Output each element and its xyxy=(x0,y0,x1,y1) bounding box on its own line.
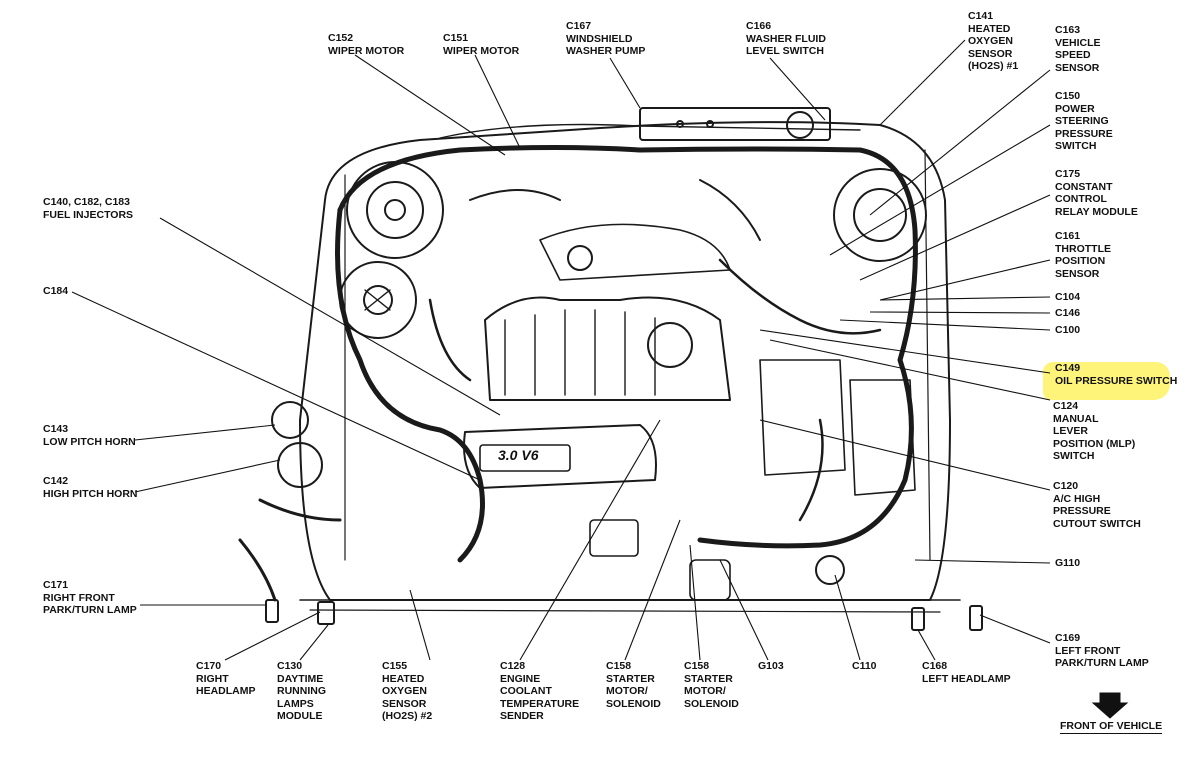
leader-c169 xyxy=(979,614,1051,644)
label-c146: C146 xyxy=(1055,307,1081,319)
leader-c150 xyxy=(829,124,1051,256)
leader-c120 xyxy=(759,419,1051,491)
engine-badge: 3.0 V6 xyxy=(498,447,539,463)
power-steering-reservoir xyxy=(339,261,417,339)
label-c170: C170 RIGHT HEADLAMP xyxy=(196,660,256,697)
intake-manifold xyxy=(484,296,731,401)
label-c184: C184 xyxy=(43,285,69,297)
front-of-vehicle-label: FRONT OF VEHICLE xyxy=(1060,720,1163,734)
leader-c140 xyxy=(159,217,501,416)
label-c175: C175 CONSTANT CONTROL RELAY MODULE xyxy=(1055,168,1138,218)
label-c149: C149 OIL PRESSURE SWITCH xyxy=(1055,362,1178,387)
leader-c168 xyxy=(917,629,936,661)
leader-c110 xyxy=(834,574,861,661)
leader-c143 xyxy=(134,424,276,441)
main-harness xyxy=(337,145,918,549)
leader-c152 xyxy=(354,54,506,156)
high-pitch-horn xyxy=(277,442,323,488)
leader-c141 xyxy=(879,39,966,126)
leader-c130 xyxy=(299,624,329,661)
washer-reservoir-top xyxy=(639,107,831,141)
label-g110: G110 xyxy=(1055,557,1081,569)
front-arrow-icon xyxy=(1091,692,1129,719)
label-c150: C150 POWER STEERING PRESSURE SWITCH xyxy=(1055,90,1113,152)
label-c142: C142 HIGH PITCH HORN xyxy=(43,475,138,500)
label-c167: C167 WINDSHIELD WASHER PUMP xyxy=(566,20,646,57)
engine-bay-outline xyxy=(299,121,951,601)
oil-pressure-highlight xyxy=(1043,362,1170,400)
label-c166: C166 WASHER FLUID LEVEL SWITCH xyxy=(746,20,826,57)
label-c168: C168 LEFT HEADLAMP xyxy=(922,660,1011,685)
label-c143: C143 LOW PITCH HORN xyxy=(43,423,136,448)
strut-tower xyxy=(833,168,927,262)
leader-c142 xyxy=(134,459,281,493)
label-c140: C140, C182, C183 FUEL INJECTORS xyxy=(43,196,134,221)
label-c130: C130 DAYTIME RUNNING LAMPS MODULE xyxy=(277,660,326,722)
leader-g103 xyxy=(719,559,769,661)
leader-c155 xyxy=(409,589,431,661)
leader-c151 xyxy=(474,54,521,149)
label-c141: C141 HEATED OXYGEN SENSOR (HO2S) #1 xyxy=(968,10,1019,72)
leader-c128 xyxy=(519,419,661,661)
label-c110: C110 xyxy=(852,660,877,672)
label-c158b: C158 STARTER MOTOR/ SOLENOID xyxy=(684,660,739,710)
leader-c158a xyxy=(624,519,681,661)
oil-filter xyxy=(589,519,639,557)
label-c124: C124 MANUAL LEVER POSITION (MLP) SWITCH xyxy=(1053,400,1136,462)
leader-c100 xyxy=(839,319,1051,331)
label-c152: C152 WIPER MOTOR xyxy=(328,32,405,57)
leader-c161 xyxy=(879,259,1051,301)
leader-c184 xyxy=(71,291,481,481)
leader-c158b xyxy=(689,544,701,661)
alternator-pulley xyxy=(346,161,444,259)
leader-c166 xyxy=(769,57,826,121)
leader-c163 xyxy=(869,69,1051,216)
leader-c170 xyxy=(224,611,321,661)
label-c169: C169 LEFT FRONT PARK/TURN LAMP xyxy=(1055,632,1149,669)
label-c128: C128 ENGINE COOLANT TEMPERATURE SENDER xyxy=(500,660,580,722)
label-c104: C104 xyxy=(1055,291,1081,303)
leader-c146 xyxy=(869,311,1051,314)
leader-c149 xyxy=(759,329,1051,374)
label-c171: C171 RIGHT FRONT PARK/TURN LAMP xyxy=(43,579,137,616)
leader-c124 xyxy=(769,339,1051,401)
label-c158a: C158 STARTER MOTOR/ SOLENOID xyxy=(606,660,661,710)
leader-c104 xyxy=(879,296,1051,301)
label-c163: C163 VEHICLE SPEED SENSOR xyxy=(1055,24,1101,74)
leader-c167 xyxy=(609,57,641,109)
label-g103: G103 xyxy=(758,660,784,672)
leader-c175 xyxy=(859,194,1051,281)
label-c155: C155 HEATED OXYGEN SENSOR (HO2S) #2 xyxy=(382,660,433,722)
label-c120: C120 A/C HIGH PRESSURE CUTOUT SWITCH xyxy=(1053,480,1141,530)
label-c151: C151 WIPER MOTOR xyxy=(443,32,520,57)
label-c100: C100 xyxy=(1055,324,1081,336)
low-pitch-horn xyxy=(271,401,309,439)
valve-cover xyxy=(463,424,657,489)
leader-g110 xyxy=(914,559,1051,564)
label-c161: C161 THROTTLE POSITION SENSOR xyxy=(1055,230,1111,280)
